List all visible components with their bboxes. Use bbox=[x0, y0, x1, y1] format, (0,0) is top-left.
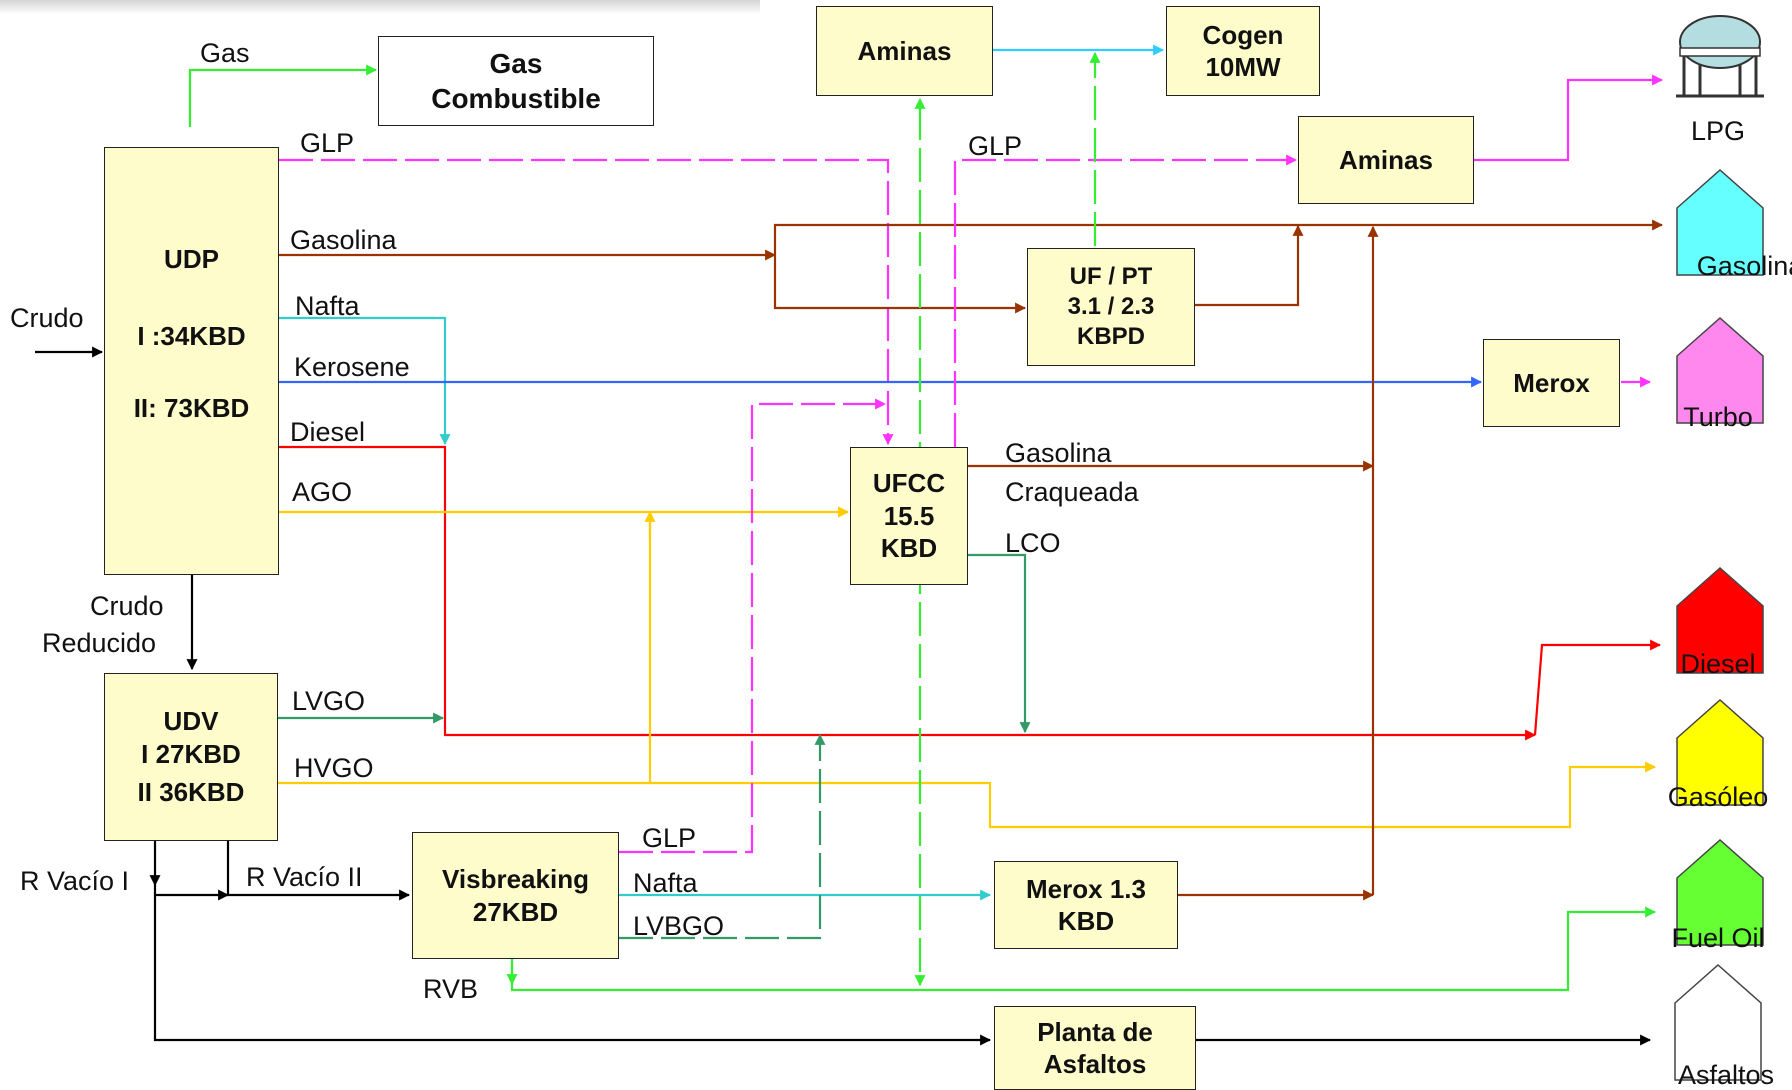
kerosene-label: Kerosene bbox=[294, 352, 410, 382]
udv-unit: UDV I 27KBD II 36KBD bbox=[104, 673, 278, 841]
ufcc-line3: KBD bbox=[880, 533, 938, 564]
aminas-top-unit: Aminas bbox=[816, 6, 993, 96]
lvbgo-line bbox=[619, 733, 826, 940]
lvgo-label: LVGO bbox=[292, 686, 366, 716]
planta-asfaltos-line2: Asfaltos bbox=[1043, 1049, 1147, 1079]
ufcc-unit: UFCC 15.5 KBD bbox=[850, 447, 968, 585]
crudo-label: Crudo bbox=[10, 303, 84, 333]
nafta-udp-label: Nafta bbox=[295, 291, 360, 321]
aminas-top-label: Aminas bbox=[857, 35, 952, 66]
product-house-icon-turbo bbox=[1676, 316, 1764, 424]
nafta-udp-line bbox=[279, 316, 451, 446]
diesel-line bbox=[279, 445, 1537, 741]
udv-capacity-2: II 36KBD bbox=[137, 777, 245, 808]
r-vacio-trunk bbox=[153, 885, 992, 1046]
r-vacio-2-line bbox=[226, 841, 411, 901]
product-label-gasolina: Gasolina bbox=[1696, 251, 1792, 281]
gasolina-to-ufpt bbox=[773, 255, 1027, 314]
ufpt-line2: 3.1 / 2.3 bbox=[1067, 293, 1155, 320]
gas-combustible-line1: Gas bbox=[489, 48, 543, 79]
glp-visb-line bbox=[619, 398, 887, 854]
product-house-icon-gasolina bbox=[1676, 168, 1764, 276]
ago-label: AGO bbox=[292, 477, 353, 507]
hvgo-line bbox=[278, 761, 1657, 829]
glp-visb-label: GLP bbox=[642, 823, 697, 853]
ufpt-out-line bbox=[1195, 224, 1304, 307]
ufpt-unit: UF / PT 3.1 / 2.3 KBPD bbox=[1027, 248, 1195, 366]
merox-bottom-line2: KBD bbox=[1057, 906, 1115, 936]
udp-capacity-1: I :34KBD bbox=[137, 320, 246, 351]
visbreaking-unit: Visbreaking 27KBD bbox=[412, 832, 619, 959]
udp-capacity-2: II: 73KBD bbox=[133, 393, 250, 423]
product-house-icon-diesel bbox=[1676, 566, 1764, 674]
product-label-asfaltos: Asfaltos bbox=[1677, 1060, 1775, 1090]
gas-to-combustible-line bbox=[188, 64, 378, 127]
gas-combustible-line2: Combustible bbox=[431, 83, 601, 114]
udp-unit: UDP I :34KBD II: 73KBD bbox=[104, 147, 279, 575]
lvbgo-label: LVBGO bbox=[633, 911, 725, 941]
visbreaking-line2: 27KBD bbox=[472, 896, 559, 927]
aminas-right-unit: Aminas bbox=[1298, 116, 1474, 204]
product-label-lpg: LPG bbox=[1690, 116, 1746, 146]
rvb-label: RVB bbox=[423, 974, 479, 1004]
visbreaking-line1: Visbreaking bbox=[442, 864, 589, 894]
hvgo-label: HVGO bbox=[294, 753, 374, 783]
aminas-to-lpg-line bbox=[1437, 74, 1664, 162]
cogen-line2: 10MW bbox=[1205, 52, 1281, 82]
crudo-reducido-label-2: Reducido bbox=[42, 628, 157, 658]
udv-title: UDV bbox=[163, 706, 219, 737]
r-vacio-2-label: R Vacío II bbox=[246, 862, 363, 892]
planta-asfaltos-unit: Planta de Asfaltos bbox=[994, 1006, 1196, 1090]
gas-stream-label: Gas bbox=[200, 38, 250, 68]
glp-udp-label: GLP bbox=[300, 128, 355, 158]
glp-udp-line bbox=[279, 158, 894, 446]
planta-asfaltos-line1: Planta de bbox=[1037, 1016, 1153, 1047]
product-label-diesel: Diesel bbox=[1680, 649, 1756, 679]
nafta-visb-label: Nafta bbox=[633, 868, 698, 898]
aminas-right-label: Aminas bbox=[1339, 144, 1433, 175]
cogen-unit: Cogen 10MW bbox=[1166, 6, 1320, 96]
gasolina-split-up bbox=[773, 219, 1664, 255]
crudo-reducido-label-1: Crudo bbox=[90, 591, 164, 621]
product-house-icon-gasoleo bbox=[1676, 698, 1764, 806]
glp-ufcc-line bbox=[953, 154, 1298, 447]
ufpt-line3: KBPD bbox=[1076, 323, 1145, 350]
gasolina-udp-label: Gasolina bbox=[290, 225, 397, 255]
product-label-gasoleo: Gasóleo bbox=[1667, 782, 1769, 812]
merox-right-label: Merox bbox=[1513, 367, 1590, 398]
lco-line bbox=[968, 553, 1031, 734]
diesel-to-product-line bbox=[1533, 639, 1662, 736]
udp-title: UDP bbox=[164, 244, 219, 274]
gas-combustible-unit: Gas Combustible bbox=[378, 36, 654, 126]
product-house-icon-fueloil bbox=[1676, 838, 1764, 946]
cogen-line1: Cogen bbox=[1202, 19, 1284, 50]
gasolina-craqueada-label-2: Craqueada bbox=[1005, 477, 1139, 507]
ufcc-line1: UFCC bbox=[872, 468, 946, 499]
r-vacio-1-label: R Vacío I bbox=[20, 866, 130, 896]
header-fade bbox=[0, 0, 760, 14]
product-label-fueloil: Fuel Oil bbox=[1671, 923, 1765, 953]
ufpt-line1: UF / PT bbox=[1069, 263, 1153, 290]
lpg-sphere-tank-icon bbox=[1676, 15, 1764, 98]
merox-right-unit: Merox bbox=[1483, 339, 1620, 427]
ufcc-line2: 15.5 bbox=[883, 500, 935, 531]
product-label-turbo: Turbo bbox=[1683, 402, 1753, 432]
merox-bottom-unit: Merox 1.3 KBD bbox=[994, 861, 1178, 949]
product-house-icon-asfaltos bbox=[1674, 963, 1762, 1081]
glp-ufcc-label: GLP bbox=[968, 131, 1023, 161]
merox-bottom-line1: Merox 1.3 bbox=[1026, 873, 1146, 904]
udv-capacity-1: I 27KBD bbox=[141, 738, 241, 769]
gasolina-craqueada-label-1: Gasolina bbox=[1005, 438, 1112, 468]
lco-label: LCO bbox=[1005, 528, 1061, 558]
diesel-udp-label: Diesel bbox=[290, 417, 366, 447]
